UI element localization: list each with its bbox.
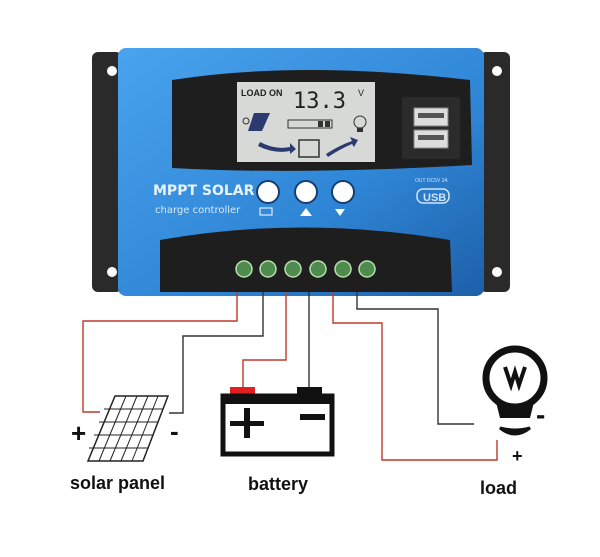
- solar-panel-label: solar panel: [70, 473, 165, 493]
- load-bulb-icon: [482, 345, 548, 436]
- wire-load-positive: [332, 292, 498, 461]
- usb-housing: [402, 97, 460, 159]
- load-positive-sign: +: [512, 446, 523, 466]
- down-button[interactable]: [331, 180, 355, 216]
- lcd-unit: V: [358, 88, 364, 98]
- product-title: MPPT SOLAR: [153, 183, 255, 199]
- solar-positive-sign: +: [71, 418, 86, 448]
- wire-solar-positive: [82, 292, 238, 413]
- lcd-sun-panel-icon: [242, 113, 270, 131]
- wire-solar-negative: [169, 292, 264, 414]
- usb-logo: USB: [423, 192, 446, 204]
- product-subtitle: charge controller: [155, 205, 241, 216]
- load-label: load: [480, 478, 517, 498]
- mounting-bracket-right: [480, 52, 510, 292]
- solar-panel-icon: [86, 395, 170, 462]
- up-button[interactable]: [294, 180, 318, 216]
- terminal-block: [160, 227, 452, 292]
- lcd-status: LOAD ON: [241, 88, 283, 98]
- menu-button[interactable]: [256, 180, 280, 216]
- lcd-battery-level-icon: [287, 119, 333, 129]
- lcd-discharge-arrow-icon: [326, 137, 358, 157]
- usb-logo-frame: [416, 188, 450, 204]
- usb-rating: OUT DC5V 2A: [415, 178, 448, 184]
- lcd-bulb-icon: [353, 115, 367, 132]
- lcd-charge-arrow-icon: [258, 142, 296, 154]
- battery-icon: [220, 387, 335, 457]
- solar-negative-sign: -: [170, 416, 179, 446]
- wires: [82, 292, 498, 461]
- battery-label: battery: [248, 474, 308, 494]
- mounting-bracket-left: [92, 52, 122, 292]
- lcd-battery-icon: [298, 139, 320, 158]
- lcd-voltage: 13.3: [293, 89, 346, 114]
- wire-battery-positive: [242, 292, 287, 388]
- wire-load-negative: [356, 292, 474, 425]
- usb-ports[interactable]: [413, 107, 449, 149]
- load-negative-sign: -: [536, 399, 545, 430]
- terminal-screws[interactable]: [235, 260, 376, 278]
